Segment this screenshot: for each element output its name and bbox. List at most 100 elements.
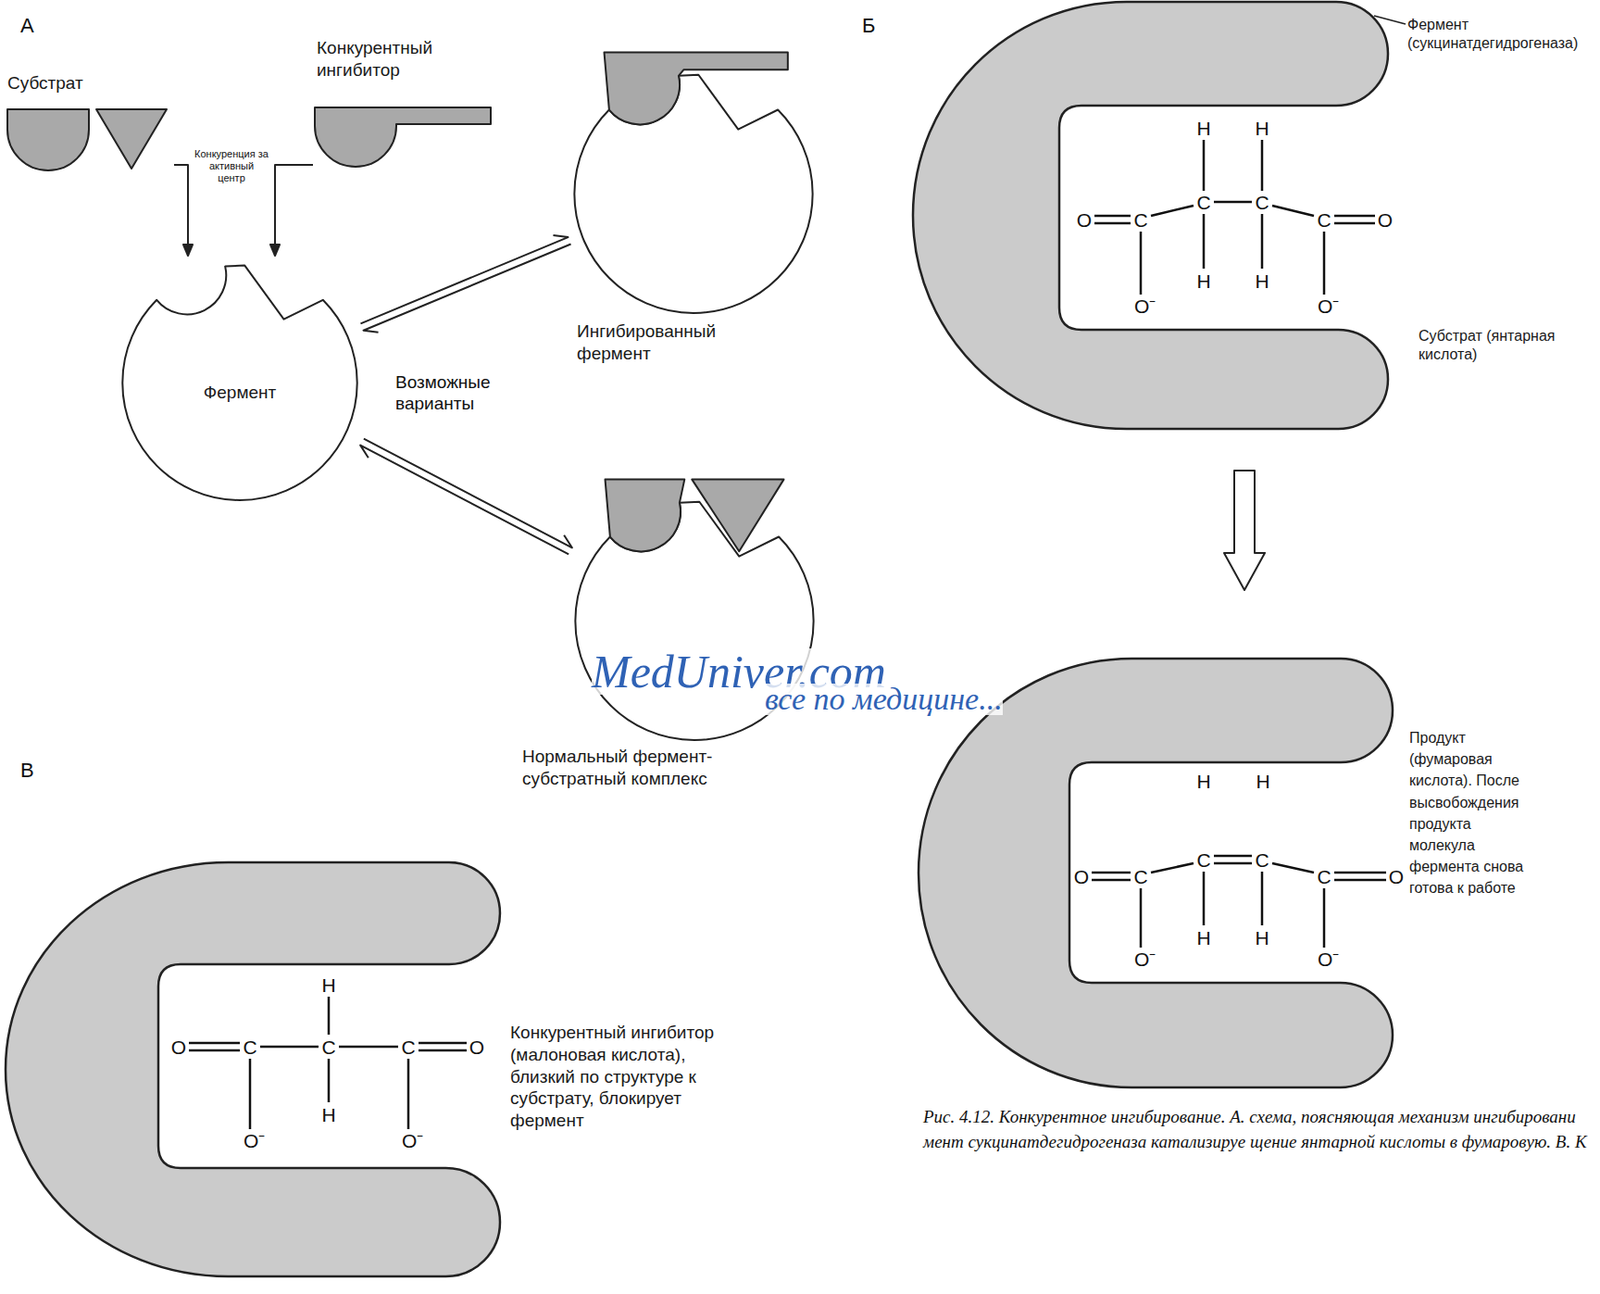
bond-line [249,1058,252,1129]
connector-stroke [1224,470,1265,590]
substrate-shape: Субстрат [7,72,175,176]
bond-line [338,1045,399,1049]
node-label: Ингибированный фермент [576,320,790,365]
node-outline [569,64,818,313]
bond-line [188,1041,240,1045]
arrow-connector [174,164,193,256]
bond-line [1272,862,1314,873]
node-label: Конкурентный ингибитор [316,37,493,82]
atom-symbol: O [1074,866,1089,887]
enzyme-outline [912,1,1388,429]
atom-symbol: C [1133,866,1148,887]
shape-outline [96,109,167,169]
atom-symbol: O⁻ [1317,296,1339,316]
atom-symbol: O [1076,210,1092,230]
connector-stroke [270,244,280,256]
enzyme-outline [5,862,500,1276]
bond-line [1202,139,1206,191]
atom-symbol: O [1377,210,1393,230]
atom-symbol: C [1254,192,1269,213]
atom-symbol: O [469,1037,485,1057]
atom-symbol: O⁻ [1134,296,1156,316]
bond-line [1213,862,1252,865]
annotation: Возможные варианты [395,372,507,415]
bond-line [407,1058,411,1129]
node-label: Фермент (сукцинатдегидрогеназа) [1407,15,1586,53]
annotation: Конкуренция за активный центр [194,148,269,186]
atom-symbol: C [1316,210,1331,230]
atom-symbol: C [242,1037,257,1057]
bond-line [1261,213,1264,269]
atom-symbol: H [1196,271,1211,291]
bond-line [260,1045,319,1049]
bond-line [1261,139,1264,191]
atom-symbol: O [171,1037,187,1057]
bond-line [1272,205,1314,216]
panel-letter: В [20,760,35,781]
atom-symbol: H [321,1104,336,1125]
bond-line [1323,887,1326,948]
bond-line [1150,862,1194,873]
bond-line [1334,214,1375,218]
bond-line [1213,854,1252,858]
bond-line [1334,871,1387,875]
bond-line [1139,231,1143,295]
bond-line [1091,878,1131,882]
enzyme-c-shape: Конкурентный ингибитор (малоновая кислот… [5,862,853,1276]
inhibitor-shape: Конкурентный ингибитор [312,37,513,176]
shape-outline [605,479,686,552]
bond-line [1334,222,1375,225]
bond-line [1139,887,1143,948]
node-outline [5,862,853,1276]
connector-stroke [360,235,568,324]
connector-stroke [360,445,569,555]
node-outline [918,597,1580,1088]
bond-line [327,996,331,1035]
enzyme-circle: Фермент [117,255,366,500]
atom-symbol: H [1196,118,1211,138]
inhibited-enzyme: Ингибированный фермент [569,64,818,369]
enzyme-c-shape: Фермент (сукцинатдегидрогеназа) Субстрат … [912,0,1589,463]
atom-symbol: H [1196,771,1211,791]
atom-symbol: O⁻ [243,1130,265,1150]
shape-outline [314,107,491,167]
bond-line [1094,222,1131,225]
node-label: Нормальный фермент-субстратный комплекс [522,745,722,790]
atom-symbol: O [1388,866,1404,887]
node-outline [912,0,1580,463]
atom-symbol: H [1196,927,1211,948]
enzyme-outline [918,658,1393,1088]
bond-line [1202,213,1206,269]
atom-symbol: C [1196,850,1211,870]
bond-line [1150,205,1194,216]
connector-stroke [183,244,193,256]
connector-stroke [363,243,572,332]
atom-symbol: H [1254,118,1269,138]
node-label: Субстрат (янтарная кислота) [1418,326,1558,364]
bond-line [1261,871,1264,925]
node-label: Продукт (фумаровая кислота). После высво… [1409,726,1532,900]
equilibrium-arrow [360,235,571,333]
bond-line [188,1049,240,1052]
panel-letter: А [20,15,35,37]
bond-line [1094,214,1131,218]
bond-line [1334,878,1387,882]
shape-outline [7,109,89,171]
bond-line [418,1041,467,1045]
enzyme-c-shape: Продукт (фумаровая кислота). После высво… [918,597,1580,1088]
node-outline [312,37,513,176]
bond-line [1213,200,1252,204]
block-arrow [1224,470,1265,590]
shape-outline [604,52,788,125]
atom-symbol: H [1255,771,1270,791]
arrow-connector [270,164,313,256]
atom-symbol: H [321,975,336,995]
bond-line [1091,871,1131,875]
equilibrium-arrow [360,438,573,555]
bond-line [418,1049,467,1052]
atom-symbol: C [321,1037,336,1057]
shape-outline [691,479,784,552]
atom-symbol: H [1254,927,1269,948]
atom-symbol: H [1254,271,1269,291]
connector-stroke [275,164,313,247]
